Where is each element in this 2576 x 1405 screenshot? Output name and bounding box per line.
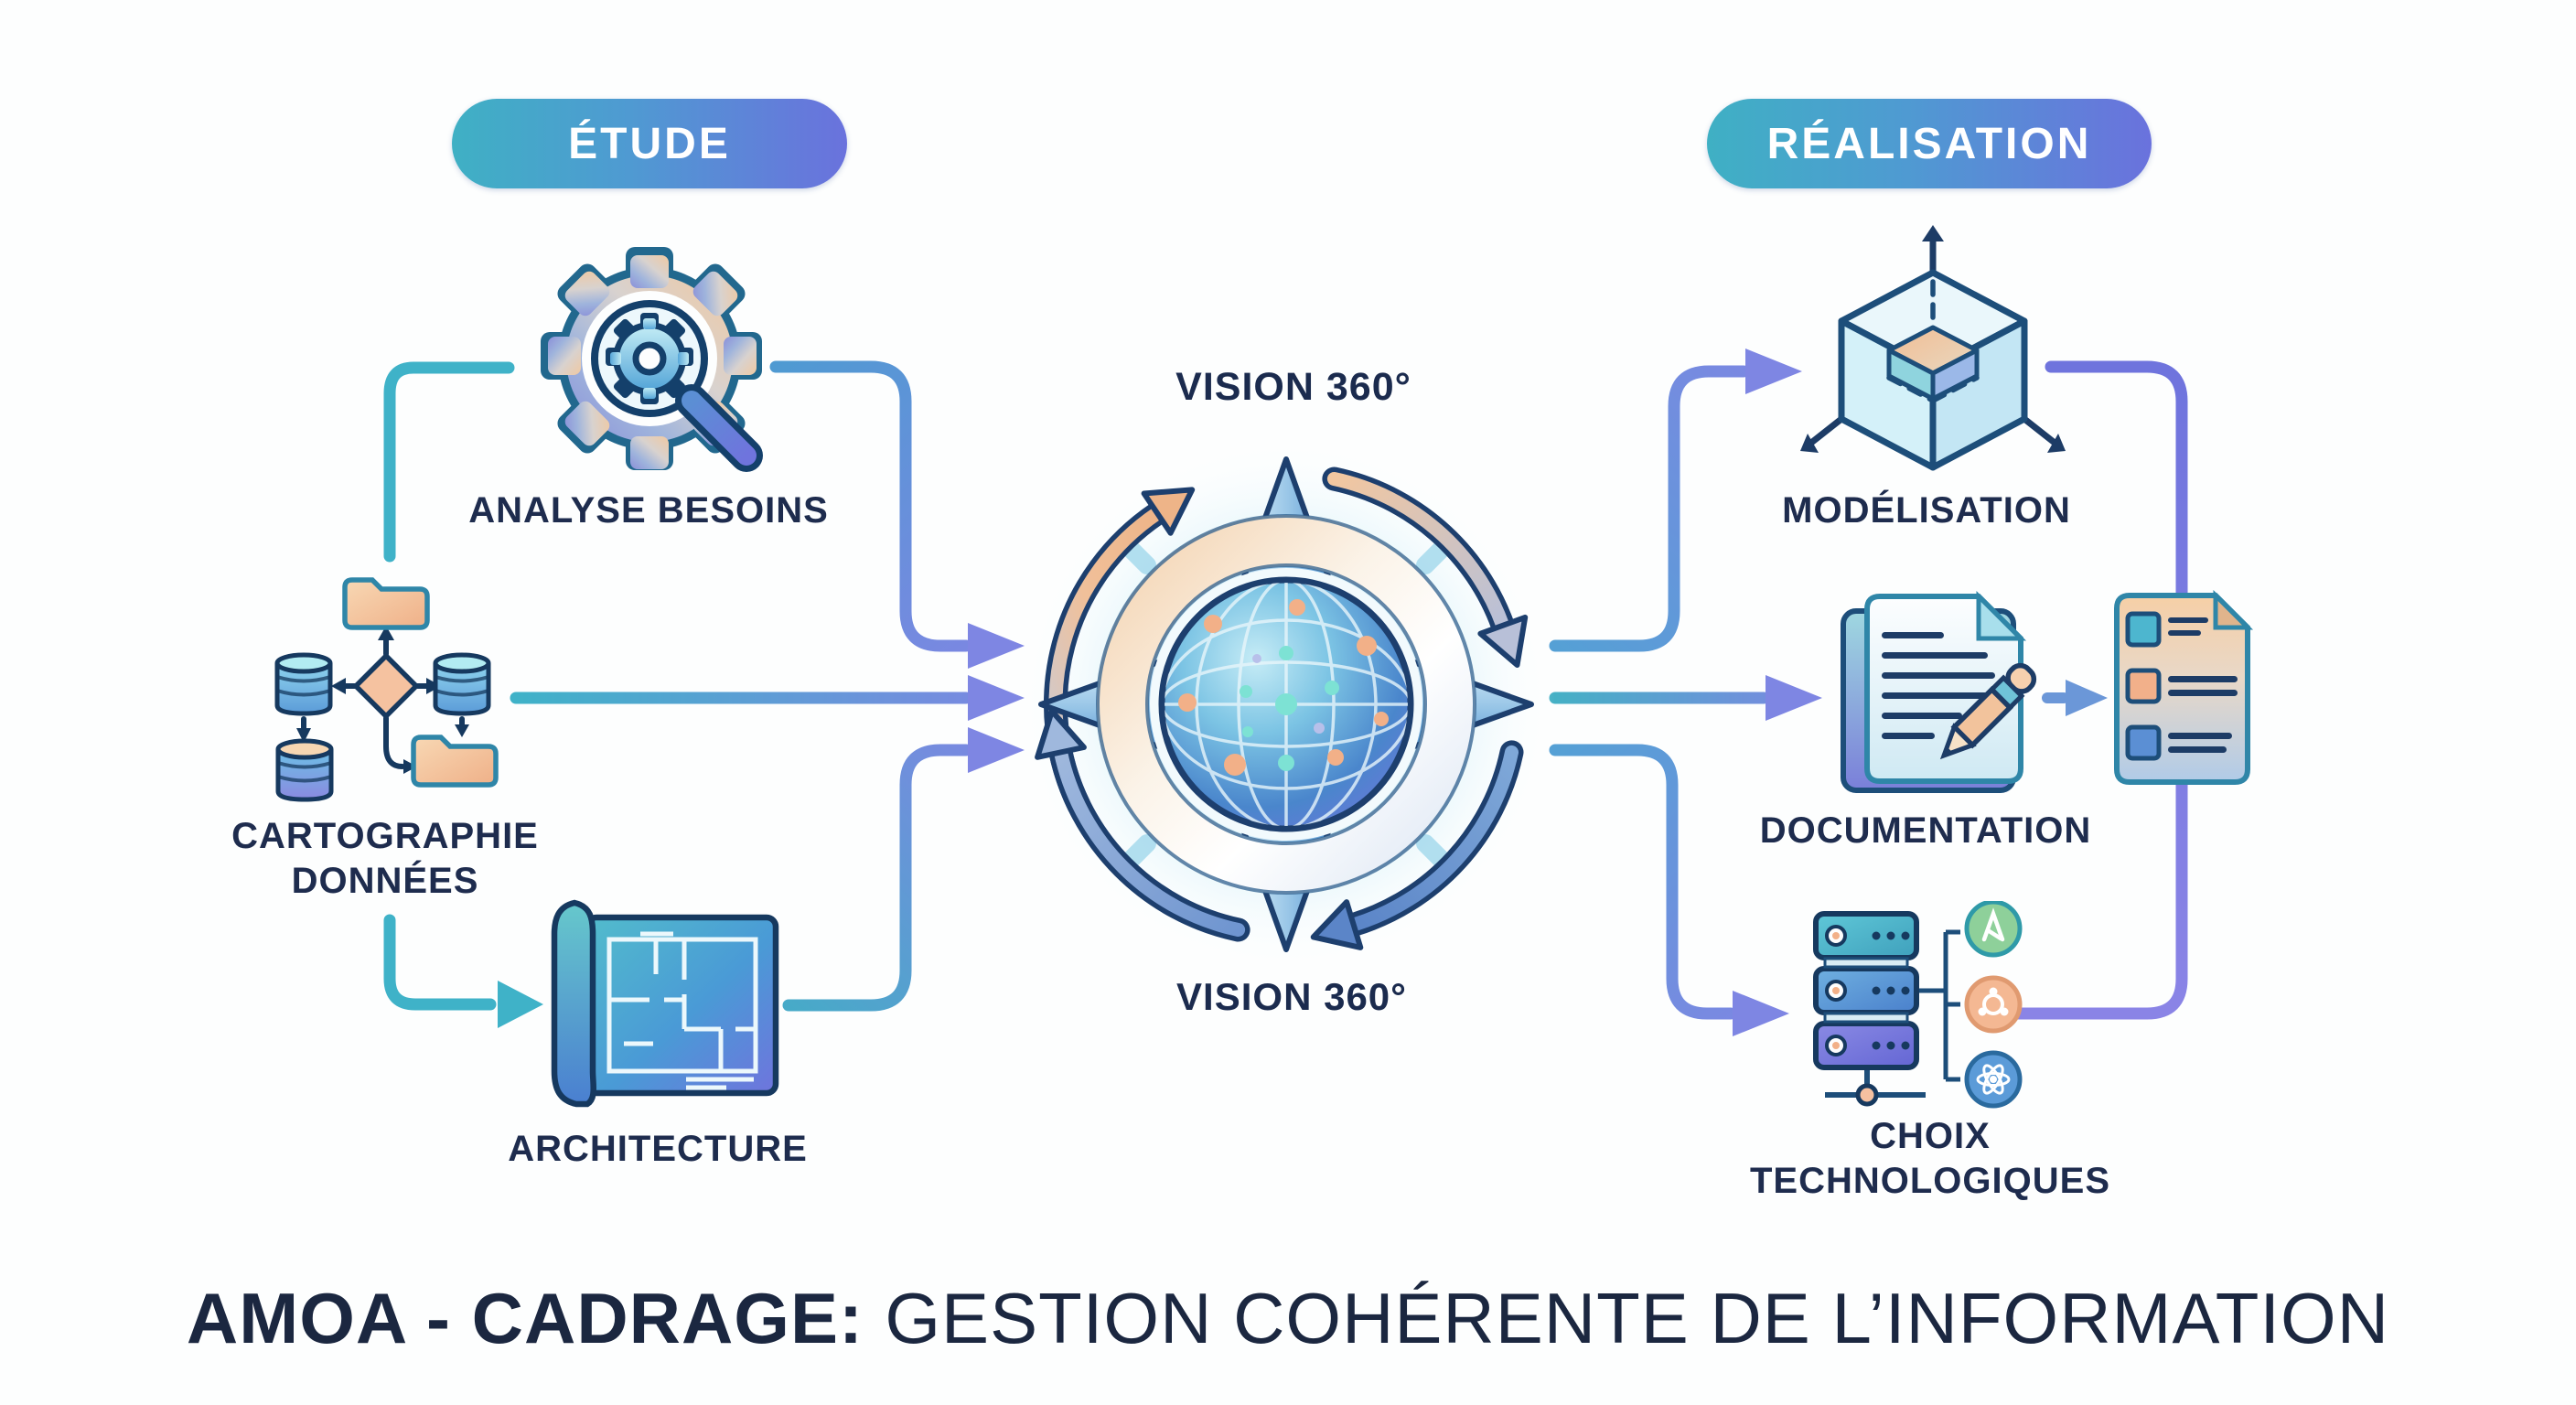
connector-cartographie-to-analyse bbox=[383, 361, 515, 563]
server-stack-icon bbox=[1813, 901, 2023, 1109]
arrowhead bbox=[968, 675, 1025, 721]
phase-pill-realisation-label: RÉALISATION bbox=[1766, 119, 2092, 168]
label-documentation: DOCUMENTATION bbox=[1759, 810, 2092, 851]
phase-pill-etude-label: ÉTUDE bbox=[568, 119, 731, 168]
decision-diamond-icon bbox=[352, 652, 420, 720]
arrowhead bbox=[1766, 675, 1822, 721]
page-title: AMOA - CADRAGE: GESTION COHÉRENTE DE L’IN… bbox=[187, 1277, 2389, 1360]
arrowhead bbox=[1745, 349, 1802, 394]
arrowhead bbox=[968, 623, 1025, 669]
tech-badge-blue bbox=[1964, 1050, 2023, 1109]
arrowhead bbox=[1733, 991, 1789, 1036]
blueprint-icon bbox=[551, 899, 779, 1108]
tech-badge-green bbox=[1964, 901, 2023, 958]
database-icon bbox=[275, 738, 334, 802]
connector-vision-to-choix bbox=[1549, 744, 1737, 1020]
document-pencil-icon bbox=[1841, 590, 2037, 793]
phase-pill-realisation: RÉALISATION bbox=[1707, 99, 2152, 188]
connector-vision-to-modelisation bbox=[1549, 365, 1750, 652]
arrowhead bbox=[2066, 680, 2108, 716]
label-architecture: ARCHITECTURE bbox=[508, 1129, 808, 1169]
connector-architecture-to-vision bbox=[782, 744, 972, 1012]
label-cartographie-donnees: CARTOGRAPHIE DONNÉES bbox=[231, 816, 539, 901]
label-choix-technologiques: CHOIX TECHNOLOGIQUES bbox=[1749, 1116, 2111, 1201]
folder-icon bbox=[342, 577, 430, 630]
database-icon bbox=[274, 652, 333, 716]
compass-globe-icon bbox=[1017, 435, 1555, 973]
connector-cartographie-to-architecture bbox=[383, 914, 497, 1011]
connector-analyse-to-vision bbox=[769, 360, 972, 652]
folder-icon bbox=[411, 735, 499, 788]
page-title-bold: AMOA - CADRAGE: bbox=[186, 1278, 864, 1358]
arrowhead bbox=[498, 981, 543, 1028]
cube-3d-icon bbox=[1800, 225, 2066, 471]
label-modelisation: MODÉLISATION bbox=[1782, 490, 2071, 531]
label-analyse-besoins: ANALYSE BESOINS bbox=[468, 490, 829, 531]
page-title-regular: GESTION COHÉRENTE DE L’INFORMATION bbox=[885, 1278, 2390, 1358]
data-map-icon bbox=[274, 577, 499, 802]
checklist-document-icon bbox=[2114, 590, 2254, 785]
label-vision-360-top: VISION 360° bbox=[1175, 365, 1411, 409]
phase-pill-etude: ÉTUDE bbox=[452, 99, 847, 188]
database-icon bbox=[433, 652, 491, 716]
gear-magnifier-icon bbox=[541, 247, 763, 472]
arrowhead bbox=[968, 727, 1025, 773]
tech-badge-orange bbox=[1964, 975, 2023, 1034]
label-vision-360-bottom: VISION 360° bbox=[1176, 975, 1407, 1018]
